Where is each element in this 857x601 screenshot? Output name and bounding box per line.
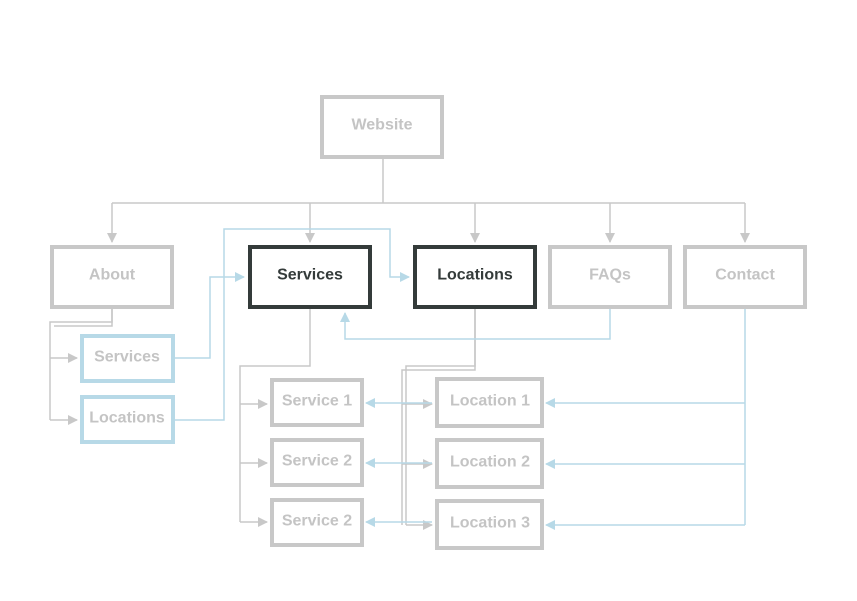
node-location-3[interactable]: Location 3 <box>435 499 544 550</box>
node-label: Location 2 <box>450 454 530 471</box>
node-location-1[interactable]: Location 1 <box>435 377 544 428</box>
node-label: Service 2 <box>282 513 352 530</box>
node-label: FAQs <box>589 267 631 284</box>
node-website[interactable]: Website <box>320 95 444 159</box>
node-about[interactable]: About <box>50 245 174 309</box>
connectors-gray <box>49 158 750 530</box>
node-service-2a[interactable]: Service 2 <box>270 438 364 487</box>
link-about-services-to-services <box>174 272 245 359</box>
node-label: Website <box>351 117 412 134</box>
connector-about-trunk2 <box>54 308 113 327</box>
node-label: Locations <box>437 267 513 284</box>
node-label: Location 3 <box>450 515 530 532</box>
node-contact[interactable]: Contact <box>683 245 807 309</box>
node-label: Service 2 <box>282 453 352 470</box>
node-label: Locations <box>89 410 165 427</box>
node-location-2[interactable]: Location 2 <box>435 438 544 489</box>
link-faqs-to-services <box>340 308 611 340</box>
node-service-1[interactable]: Service 1 <box>270 378 364 427</box>
node-about-services[interactable]: Services <box>80 334 175 383</box>
node-service-2b[interactable]: Service 2 <box>270 498 364 547</box>
link-about-locations-to-locations <box>174 228 410 421</box>
node-label: Service 1 <box>282 393 352 410</box>
node-about-locations[interactable]: Locations <box>80 395 175 444</box>
node-label: Services <box>277 267 343 284</box>
node-locations[interactable]: Locations <box>413 245 537 309</box>
node-label: About <box>89 267 136 284</box>
connectors-blue <box>174 228 746 530</box>
node-label: Services <box>94 349 160 366</box>
connector-services-down <box>239 308 311 522</box>
node-faqs[interactable]: FAQs <box>548 245 672 309</box>
node-label: Contact <box>715 267 775 284</box>
node-label: Location 1 <box>450 393 530 410</box>
node-services[interactable]: Services <box>248 245 372 309</box>
